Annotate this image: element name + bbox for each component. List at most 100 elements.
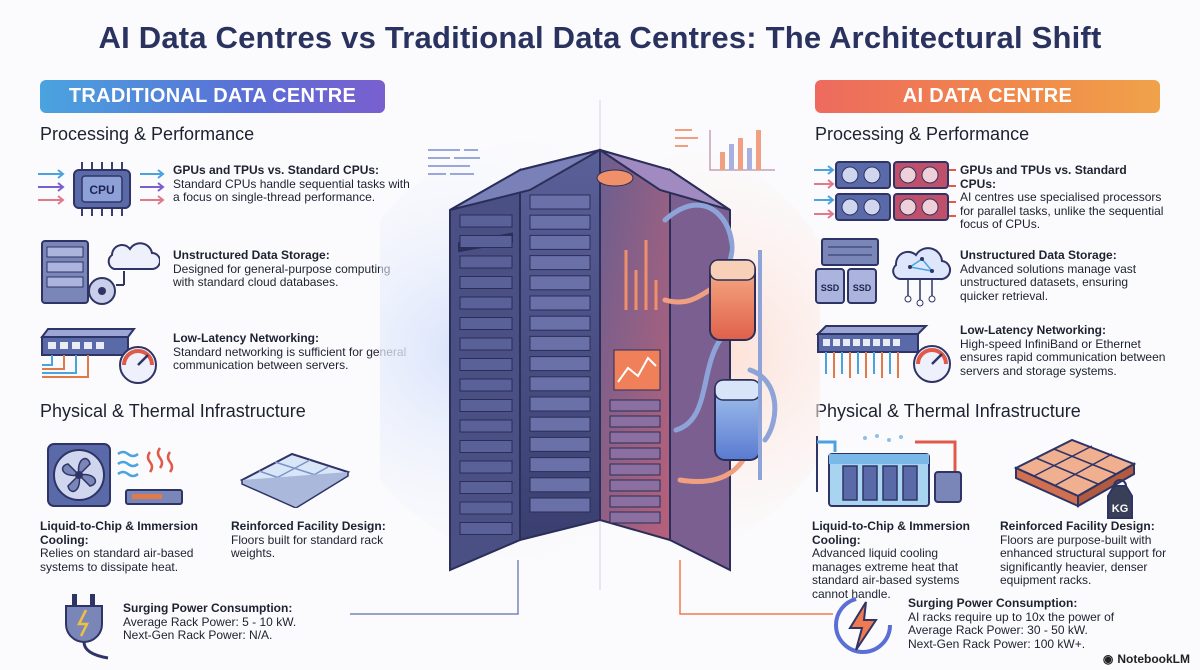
network-switch-icon <box>40 328 157 384</box>
page-title: AI Data Centres vs Traditional Data Cent… <box>98 20 1102 55</box>
rack-side-slot <box>459 399 513 412</box>
left-power-line2: Next-Gen Rack Power: N/A. <box>123 628 273 642</box>
rack-side-slot <box>459 419 513 433</box>
rack-slot-ai <box>609 415 661 428</box>
left-network-item: Low-Latency Networking: Standard network… <box>173 331 408 373</box>
ssd-cloud-icon: SSD SSD <box>815 238 951 307</box>
left-section-processing: Processing & Performance <box>40 124 255 144</box>
right-section-processing: Processing & Performance <box>815 124 1030 144</box>
brand-name: NotebookLM <box>1117 652 1190 666</box>
right-power-heading: Surging Power Consumption: <box>908 596 1078 610</box>
left-cooling-heading: Liquid-to-Chip & Immersion Cooling: <box>40 519 198 547</box>
right-cooling-heading: Liquid-to-Chip & Immersion Cooling: <box>812 519 970 547</box>
left-facility-heading: Reinforced Facility Design: <box>231 519 386 533</box>
left-power-line1: Average Rack Power: 5 - 10 kW. <box>123 614 297 629</box>
rack-side-slot <box>459 481 513 494</box>
rack-side-slot <box>459 440 513 453</box>
brand-logo: ◉ NotebookLM <box>1103 652 1190 666</box>
rack-slot <box>529 214 591 230</box>
right-network-heading: Low-Latency Networking: <box>960 323 1107 337</box>
rack-slot <box>529 255 591 271</box>
left-cooling-body: Relies on standard air-based systems to … <box>40 546 194 574</box>
right-network-item: Low-Latency Networking: High-speed Infin… <box>960 323 1170 378</box>
right-power-item: Surging Power Consumption: AI racks requ… <box>908 596 1138 651</box>
rack-side-slot <box>459 296 513 310</box>
rack-slot <box>529 315 591 331</box>
cpu-label: CPU <box>89 183 114 197</box>
ssd-label-1: SSD <box>821 283 840 293</box>
right-network-body: High-speed InfiniBand or Ethernet ensure… <box>960 336 1166 378</box>
rack-slot <box>529 234 591 250</box>
gpu-cards-icon <box>814 161 956 221</box>
rack-slot <box>529 275 591 291</box>
rack-slot-ai <box>609 479 661 492</box>
server-rack-illustration <box>380 100 820 590</box>
server-storage-icon <box>41 240 160 305</box>
right-connector-line <box>679 560 833 615</box>
rack-side-slot <box>459 317 513 330</box>
right-storage-item: Unstructured Data Storage: Advanced solu… <box>960 248 1165 303</box>
left-gpus-item: GPUs and TPUs vs. Standard CPUs: Standar… <box>173 163 413 205</box>
rack-side-slot <box>459 235 513 248</box>
rack-side-slot <box>459 358 513 371</box>
left-storage-item: Unstructured Data Storage: Designed for … <box>173 248 408 290</box>
ssd-label-2: SSD <box>853 283 872 293</box>
rack-slot-ai <box>609 399 661 412</box>
rack-side-slot <box>459 501 513 515</box>
rack-slot-ai <box>609 511 661 524</box>
left-power-heading: Surging Power Consumption: <box>123 601 293 615</box>
rack-slot <box>529 416 591 432</box>
right-gpus-body: AI centres use specialised processors fo… <box>960 190 1164 231</box>
right-cooling-item: Liquid-to-Chip & Immersion Cooling: Adva… <box>812 519 982 601</box>
left-storage-body: Designed for general-purpose computing w… <box>173 261 391 289</box>
weight-label: KG <box>1112 503 1129 515</box>
right-power-line2: Average Rack Power: 30 - 50 kW. <box>908 623 1088 637</box>
rack-slot-ai <box>609 463 661 476</box>
immersion-tank-icon <box>816 434 962 507</box>
right-facility-item: Reinforced Facility Design: Floors are p… <box>1000 519 1175 588</box>
cpu-chip-icon: CPU <box>38 162 165 216</box>
rack-slot <box>529 477 591 493</box>
power-plug-icon <box>65 594 109 660</box>
right-power-line1: AI racks require up to 10x the power of <box>908 609 1115 624</box>
rack-side-slot <box>459 337 513 351</box>
rack-slot <box>529 356 591 372</box>
left-network-heading: Low-Latency Networking: <box>173 331 320 345</box>
left-connector-line <box>350 560 519 615</box>
floor-tiles-icon <box>240 452 350 508</box>
rack-side-slot <box>459 522 513 535</box>
left-cooling-item: Liquid-to-Chip & Immersion Cooling: Reli… <box>40 519 210 574</box>
rack-side-slot <box>459 378 513 392</box>
rack-side-slot <box>459 214 513 228</box>
right-gpus-item: GPUs and TPUs vs. Standard CPUs: AI cent… <box>960 163 1165 232</box>
highspeed-switch-icon <box>815 325 951 383</box>
rack-slot <box>529 436 591 452</box>
right-storage-heading: Unstructured Data Storage: <box>960 248 1117 262</box>
rack-side-slot <box>459 276 513 289</box>
left-gpus-heading: GPUs and TPUs vs. Standard CPUs: <box>173 163 380 177</box>
left-facility-item: Reinforced Facility Design: Floors built… <box>231 519 401 561</box>
rack-slot-ai <box>609 447 661 460</box>
rack-side-slot <box>459 460 513 474</box>
right-section-physical: Physical & Thermal Infrastructure <box>815 401 1081 421</box>
rack-slot <box>529 376 591 392</box>
right-facility-body: Floors are purpose-built with enhanced s… <box>1000 532 1167 587</box>
rack-slot <box>529 457 591 473</box>
right-facility-heading: Reinforced Facility Design: <box>1000 519 1155 533</box>
reinforced-floor-icon: KG <box>1013 438 1137 519</box>
rack-side-slot <box>459 255 513 269</box>
left-facility-body: Floors built for standard rack weights. <box>231 532 384 560</box>
rack-slot <box>529 497 591 513</box>
rack-slot <box>529 396 591 412</box>
right-power-line3: Next-Gen Rack Power: 100 kW+. <box>908 636 1086 651</box>
traditional-banner: TRADITIONAL DATA CENTRE <box>40 80 385 113</box>
right-storage-body: Advanced solutions manage vast unstructu… <box>960 261 1137 303</box>
lightning-power-icon <box>834 596 892 654</box>
right-gpus-heading: GPUs and TPUs vs. Standard CPUs: <box>960 163 1127 191</box>
left-network-body: Standard networking is sufficient for ge… <box>173 344 407 372</box>
right-cooling-body: Advanced liquid cooling manages extreme … <box>812 546 960 601</box>
rack-slot <box>529 194 591 210</box>
ai-banner: AI DATA CENTRE <box>815 80 1160 113</box>
rack-slot-ai <box>609 431 661 444</box>
left-section-physical: Physical & Thermal Infrastructure <box>40 401 306 421</box>
